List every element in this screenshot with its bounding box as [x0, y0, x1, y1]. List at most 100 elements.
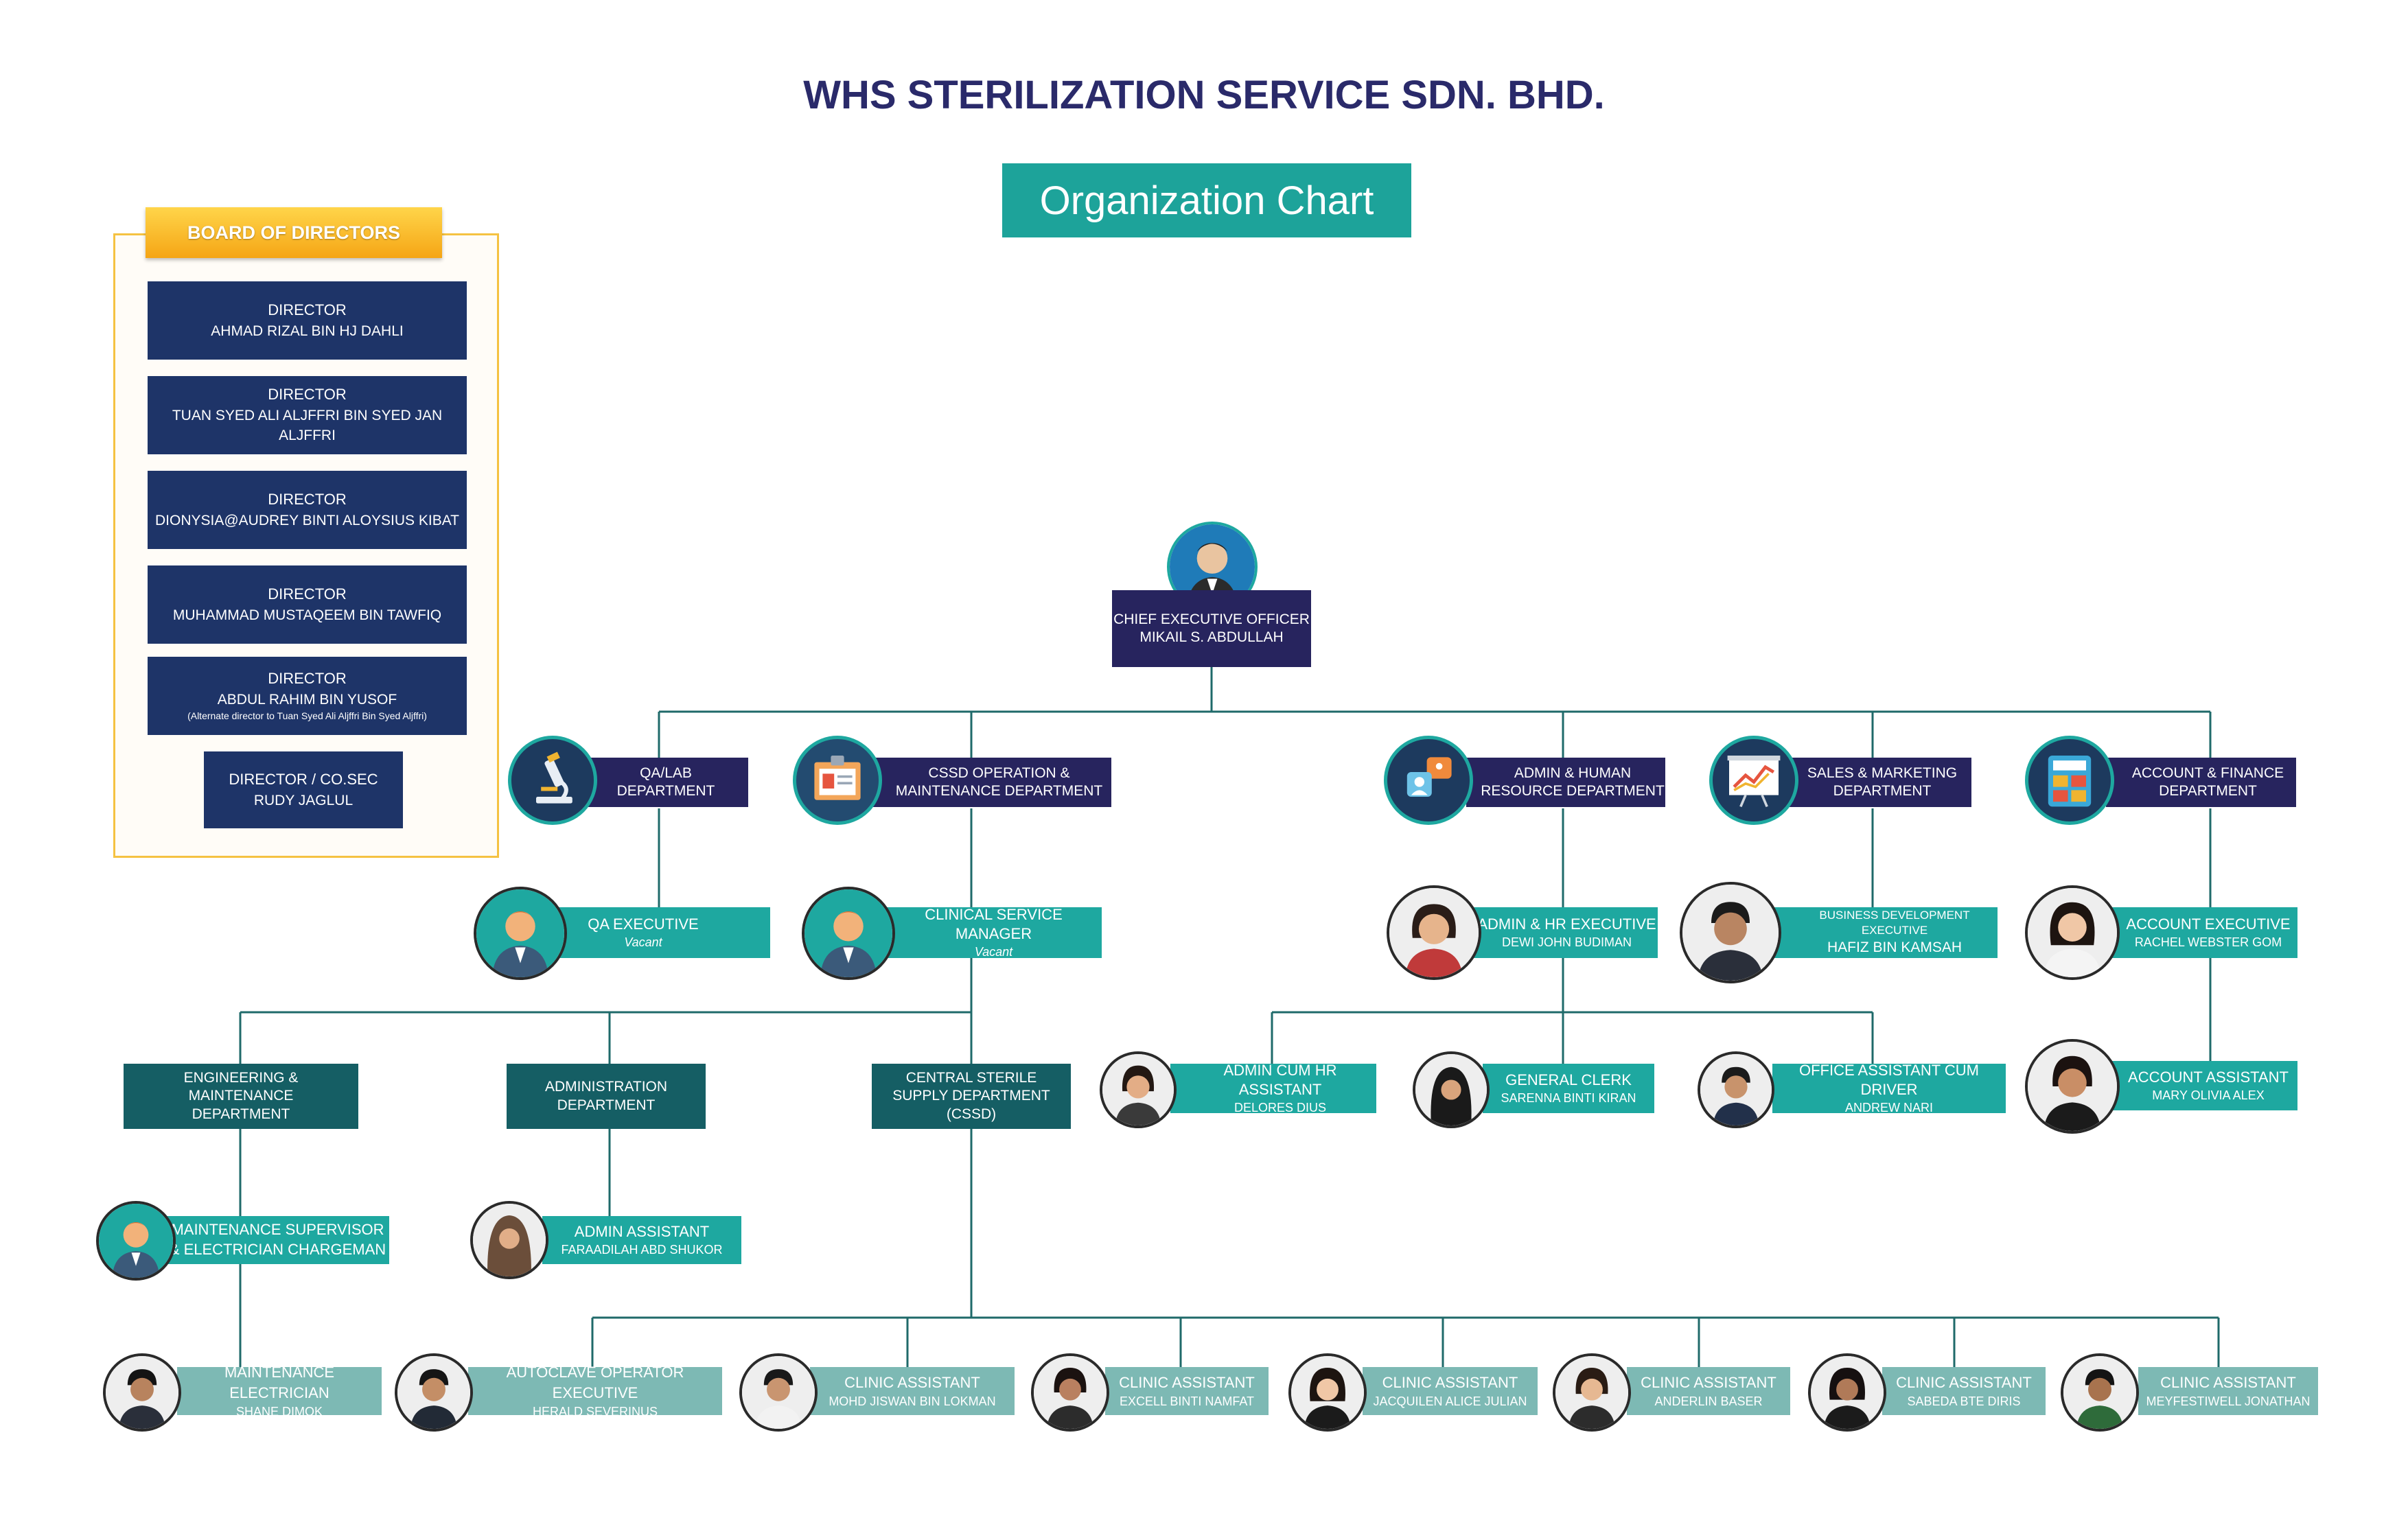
- person-placeholder-avatar: [802, 887, 895, 980]
- staff-photo-avatar: [1553, 1353, 1631, 1432]
- director-role: DIRECTOR: [268, 490, 347, 508]
- director-card: DIRECTOR / CO.SEC RUDY JAGLUL: [204, 751, 403, 828]
- clinic-assistant-card: CLINIC ASSISTANT ANDERLIN BASER: [1627, 1367, 1790, 1415]
- microscope-icon: [508, 736, 597, 825]
- board-title: BOARD OF DIRECTORS: [146, 207, 442, 258]
- staff-photo-avatar: [103, 1353, 181, 1432]
- director-role: DIRECTOR: [268, 386, 347, 404]
- chart-title: Organization Chart: [1002, 163, 1411, 237]
- person-name: Vacant: [624, 935, 662, 949]
- admin-assistant-card: ADMIN ASSISTANT FARAADILAH ABD SHUKOR: [542, 1216, 741, 1264]
- director-name: RUDY JAGLUL: [253, 792, 354, 808]
- role-label: CLINIC ASSISTANT: [844, 1374, 980, 1391]
- dept-label: ADMIN & HUMAN RESOURCE DEPARTMENT: [1481, 764, 1665, 799]
- company-title: WHS STERILIZATION SERVICE SDN. BHD.: [803, 73, 1605, 117]
- account-assistant-card: ACCOUNT ASSISTANT MARY OLIVIA ALEX: [2092, 1061, 2297, 1110]
- role-label: CLINIC ASSISTANT: [1896, 1374, 2032, 1391]
- director-card: DIRECTOR AHMAD RIZAL BIN HJ DAHLI: [148, 281, 467, 360]
- person-name: JACQUILEN ALICE JULIAN: [1373, 1394, 1527, 1408]
- director-name: AHMAD RIZAL BIN HJ DAHLI: [211, 323, 404, 339]
- person-placeholder-avatar: [96, 1201, 176, 1281]
- dept-cssd: CENTRAL STERILE SUPPLY DEPARTMENT (CSSD): [872, 1064, 1071, 1129]
- staff-photo-avatar: [1698, 1051, 1774, 1128]
- staff-photo-avatar: [1808, 1353, 1886, 1432]
- clinic-assistant-card: CLINIC ASSISTANT JACQUILEN ALICE JULIAN: [1363, 1367, 1538, 1415]
- director-card: DIRECTOR TUAN SYED ALI ALJFFRI BIN SYED …: [148, 376, 467, 454]
- person-placeholder-avatar: [474, 887, 567, 980]
- role-label: BUSINESS DEVELOPMENT EXECUTIVE: [1819, 909, 1970, 937]
- clinic-assistant-card: CLINIC ASSISTANT EXCELL BINTI NAMFAT: [1105, 1367, 1269, 1415]
- dept-engineering-maintenance: ENGINEERING & MAINTENANCE DEPARTMENT: [124, 1064, 358, 1129]
- clinic-assistant-card: CLINIC ASSISTANT SABEDA BTE DIRIS: [1882, 1367, 2046, 1415]
- staff-photo-avatar: [1387, 885, 1481, 980]
- ceo-role: CHIEF EXECUTIVE OFFICER: [1113, 611, 1310, 627]
- staff-photo-avatar: [395, 1353, 473, 1432]
- director-role: DIRECTOR: [268, 670, 347, 688]
- staff-photo-avatar: [2025, 1039, 2120, 1134]
- staff-photo-avatar: [1288, 1353, 1367, 1432]
- role-label: CLINIC ASSISTANT: [1641, 1374, 1776, 1391]
- dept-label: ADMINISTRATION DEPARTMENT: [544, 1079, 668, 1113]
- dept-sales-marketing: SALES & MARKETING DEPARTMENT: [1772, 758, 1971, 807]
- role-label: QA EXECUTIVE: [588, 915, 699, 933]
- ceo-name: MIKAIL S. ABDULLAH: [1139, 629, 1284, 645]
- staff-photo-avatar: [1100, 1051, 1177, 1128]
- person-name: RACHEL WEBSTER GOM: [2134, 935, 2282, 949]
- person-name: DEWI JOHN BUDIMAN: [1502, 935, 1632, 949]
- role-label: MAINTENANCE ELECTRICIAN: [224, 1364, 335, 1401]
- role-label: GENERAL CLERK: [1505, 1071, 1632, 1088]
- growth-chart-icon: [1709, 736, 1798, 825]
- person-name: ANDREW NARI: [1844, 1100, 1933, 1114]
- person-name: FARAADILAH ABD SHUKOR: [561, 1242, 723, 1257]
- staff-photo-avatar: [1031, 1353, 1109, 1432]
- role-label: CLINIC ASSISTANT: [2160, 1374, 2296, 1391]
- dept-label: CENTRAL STERILE SUPPLY DEPARTMENT (CSSD): [892, 1070, 1050, 1122]
- person-name: MOHD JISWAN BIN LOKMAN: [829, 1394, 996, 1408]
- role-label: CLINIC ASSISTANT: [1119, 1374, 1255, 1391]
- account-executive-card: ACCOUNT EXECUTIVE RACHEL WEBSTER GOM: [2092, 907, 2297, 958]
- person-name: SARENNA BINTI KIRAN: [1501, 1090, 1636, 1105]
- role-label: CLINIC ASSISTANT: [1382, 1374, 1518, 1391]
- person-name: EXCELL BINTI NAMFAT: [1119, 1394, 1255, 1408]
- general-clerk-card: GENERAL CLERK SARENNA BINTI KIRAN: [1483, 1064, 1654, 1113]
- person-name: DELORES DIUS: [1234, 1100, 1327, 1114]
- director-name: MUHAMMAD MUSTAQEEM BIN TAWFIQ: [172, 607, 442, 623]
- staff-photo-avatar: [2025, 885, 2120, 980]
- dept-label: QA/LAB DEPARTMENT: [616, 764, 715, 799]
- business-development-card: BUSINESS DEVELOPMENT EXECUTIVE HAFIZ BIN…: [1764, 907, 1998, 958]
- dept-label: CSSD OPERATION & MAINTENANCE DEPARTMENT: [895, 764, 1103, 799]
- role-label: & ELECTRICIAN CHARGEMAN: [169, 1241, 386, 1258]
- person-name: HERALD SEVERINUS: [532, 1404, 658, 1419]
- person-name: MARY OLIVIA ALEX: [2152, 1088, 2265, 1102]
- dept-label: ENGINEERING & MAINTENANCE DEPARTMENT: [183, 1070, 299, 1122]
- calculator-icon: [2025, 736, 2114, 825]
- role-label: AUTOCLAVE OPERATOR EXECUTIVE: [506, 1364, 684, 1401]
- maintenance-electrician-card: MAINTENANCE ELECTRICIAN SHANE DIMOK: [177, 1364, 382, 1419]
- staff-photo-avatar: [739, 1353, 818, 1432]
- dept-admin-hr: ADMIN & HUMAN RESOURCE DEPARTMENT: [1466, 758, 1665, 807]
- role-label: MAINTENANCE SUPERVISOR: [171, 1221, 384, 1239]
- director-card: DIRECTOR DIONYSIA@AUDREY BINTI ALOYSIUS …: [148, 471, 467, 549]
- clinic-assistant-card: CLINIC ASSISTANT MOHD JISWAN BIN LOKMAN: [810, 1367, 1015, 1415]
- dept-qa-lab: QA/LAB DEPARTMENT: [583, 758, 748, 807]
- staff-photo-avatar: [470, 1201, 548, 1279]
- director-role: DIRECTOR: [268, 301, 347, 318]
- office-assistant-card: OFFICE ASSISTANT CUM DRIVER ANDREW NARI: [1772, 1062, 2006, 1114]
- staff-photo-avatar: [1413, 1051, 1490, 1128]
- person-name: HAFIZ BIN KAMSAH: [1827, 939, 1963, 956]
- dept-label: SALES & MARKETING DEPARTMENT: [1807, 764, 1958, 799]
- role-label: ADMIN CUM HR ASSISTANT: [1223, 1061, 1337, 1099]
- role-label: ADMIN ASSISTANT: [574, 1223, 710, 1240]
- director-name: DIONYSIA@AUDREY BINTI ALOYSIUS KIBAT: [155, 512, 459, 528]
- clinic-assistant-card: CLINIC ASSISTANT MEYFESTIWELL JONATHAN: [2138, 1367, 2318, 1415]
- dept-account-finance: ACCOUNT & FINANCE DEPARTMENT: [2106, 758, 2296, 807]
- dept-label: ACCOUNT & FINANCE DEPARTMENT: [2131, 764, 2284, 799]
- person-name: SABEDA BTE DIRIS: [1907, 1394, 2021, 1408]
- maintenance-supervisor-card: MAINTENANCE SUPERVISOR & ELECTRICIAN CHA…: [166, 1216, 389, 1264]
- people-chat-icon: [1384, 736, 1473, 825]
- person-name: ANDERLIN BASER: [1654, 1394, 1763, 1408]
- director-name: ABDUL RAHIM BIN YUSOF: [217, 691, 397, 708]
- autoclave-operator-card: AUTOCLAVE OPERATOR EXECUTIVE HERALD SEVE…: [468, 1364, 722, 1419]
- role-label: ADMIN & HR EXECUTIVE: [1477, 915, 1656, 933]
